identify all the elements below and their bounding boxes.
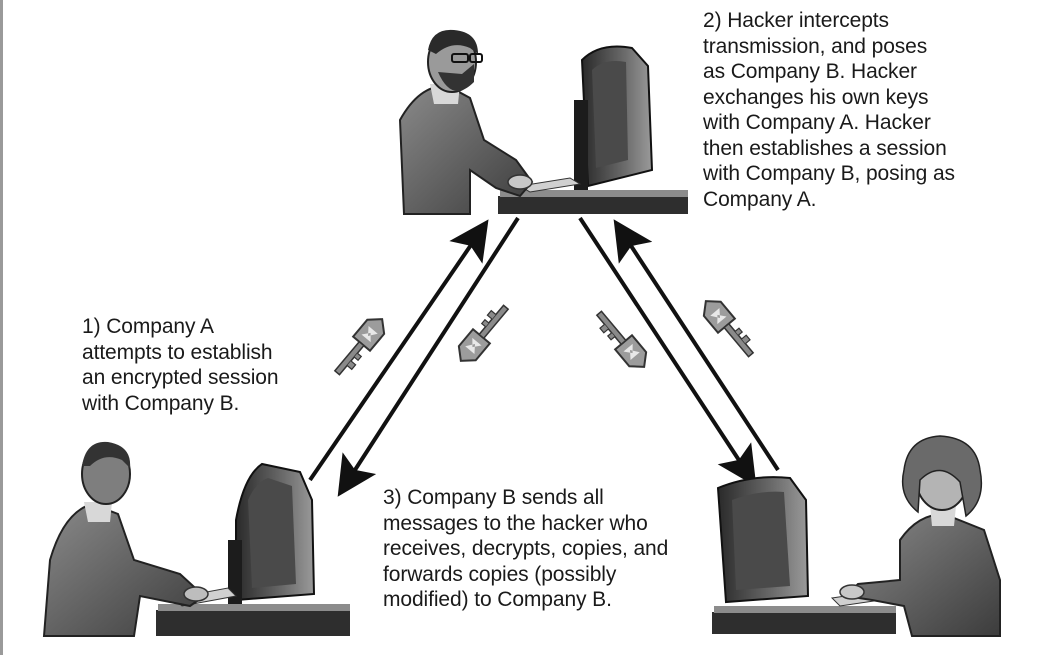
caption-line: then establishes a session — [703, 136, 947, 160]
caption-line: as Company B. Hacker — [703, 60, 917, 83]
key-icon — [327, 311, 392, 381]
caption-line: modified) to Company B. — [383, 588, 612, 611]
caption-line: exchanges his own keys — [703, 85, 929, 109]
company-b-figure — [839, 435, 1001, 637]
company-a-caption: 1) Company A attempts to establish an en… — [82, 314, 279, 416]
hacker-figure — [398, 29, 534, 215]
caption-line: forwards copies (possibly — [383, 562, 617, 586]
company-a-figure — [42, 441, 209, 637]
caption-line: Company A. — [703, 187, 817, 211]
caption-line: attempts to establish — [82, 340, 273, 364]
hacker-workstation — [398, 29, 688, 215]
key-icon — [696, 293, 761, 363]
arrow-b-to-hacker — [613, 219, 780, 472]
arrow-hacker-to-b — [578, 216, 757, 487]
key-icon — [451, 299, 516, 369]
company-b-caption: 3) Company B sends all messages to the h… — [383, 485, 668, 613]
caption-line: transmission, and poses — [703, 34, 928, 58]
company-a-workstation — [42, 441, 350, 637]
company-b-workstation — [712, 435, 1001, 637]
left-border — [0, 0, 3, 655]
hacker-caption: 2) Hacker intercepts transmission, and p… — [703, 8, 955, 212]
caption-line: with Company B. — [82, 391, 240, 415]
caption-line: messages to the hacker who — [383, 511, 648, 535]
caption-line: 2) Hacker intercepts — [703, 9, 889, 32]
arrow-hacker-to-a — [337, 216, 520, 497]
caption-line: 1) Company A — [82, 315, 214, 338]
caption-line: 3) Company B sends all — [383, 486, 604, 509]
caption-line: with Company B, posing as — [703, 162, 955, 185]
arrow-a-to-hacker — [308, 219, 489, 482]
caption-line: with Company A. Hacker — [703, 111, 931, 134]
caption-line: an encrypted session — [82, 366, 279, 389]
caption-line: receives, decrypts, copies, and — [383, 537, 669, 560]
